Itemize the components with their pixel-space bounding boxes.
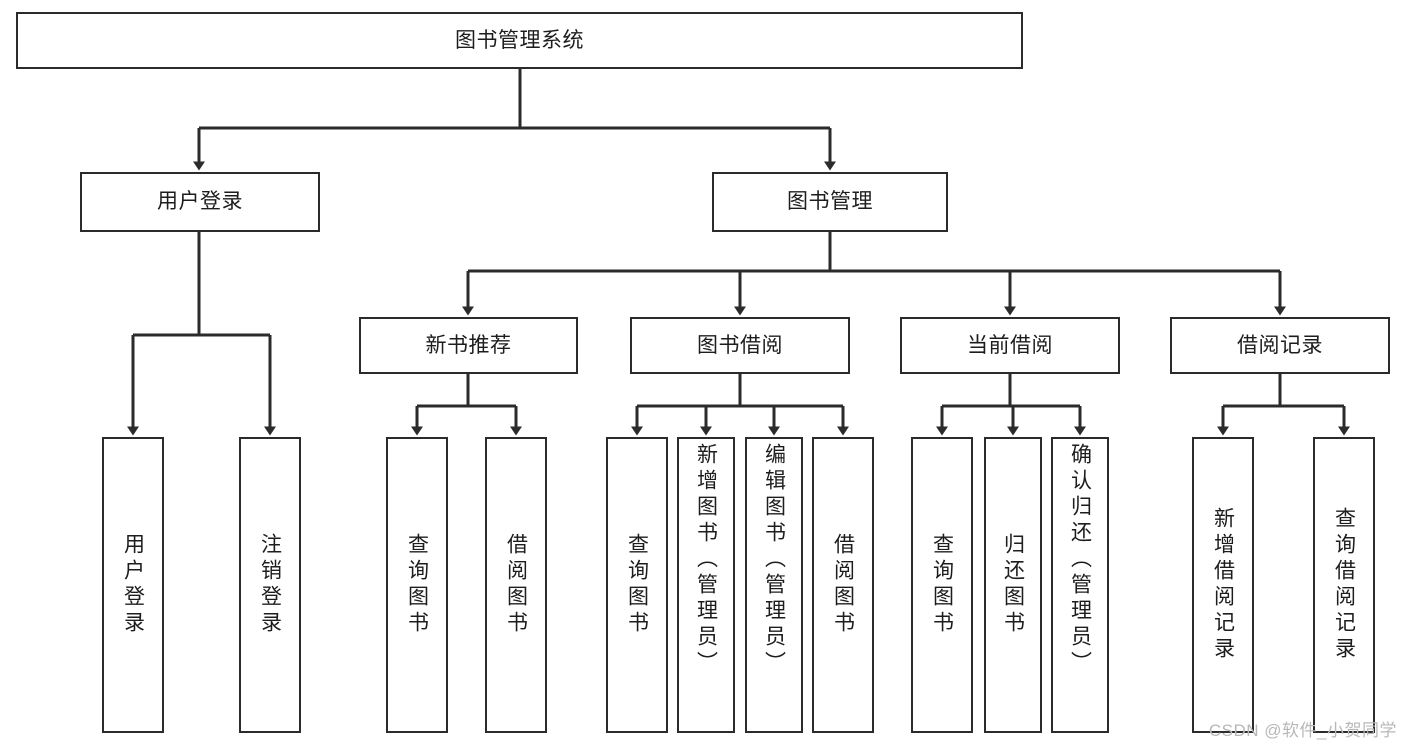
node-leaf-query-book-1[interactable]: 查询图书	[386, 437, 448, 733]
node-leaf-confirm-return-admin[interactable]: 确认归还（管理员）	[1051, 437, 1109, 733]
node-leaf-add-book-admin[interactable]: 新增图书（管理员）	[677, 437, 735, 733]
node-new-book-recommend[interactable]: 新书推荐	[359, 317, 578, 374]
node-leaf-user-login[interactable]: 用户登录	[102, 437, 164, 733]
node-new-book-recommend-label: 新书推荐	[425, 333, 512, 357]
node-leaf-add-borrow-record[interactable]: 新增借阅记录	[1192, 437, 1254, 733]
node-leaf-user-login-label: 用户登录	[121, 533, 145, 637]
node-root-label: 图书管理系统	[455, 28, 584, 52]
node-leaf-query-book-3-label: 查询图书	[930, 533, 954, 637]
node-leaf-borrow-book-1[interactable]: 借阅图书	[485, 437, 547, 733]
node-current-borrow[interactable]: 当前借阅	[900, 317, 1120, 374]
node-book-borrow[interactable]: 图书借阅	[630, 317, 850, 374]
node-leaf-confirm-return-admin-label: 确认归还（管理员）	[1068, 443, 1092, 677]
node-leaf-query-book-2[interactable]: 查询图书	[606, 437, 668, 733]
node-leaf-query-book-2-label: 查询图书	[625, 533, 649, 637]
node-leaf-edit-book-admin-label: 编辑图书（管理员）	[762, 443, 786, 677]
node-user-login[interactable]: 用户登录	[80, 172, 320, 232]
node-book-manage[interactable]: 图书管理	[712, 172, 948, 232]
node-current-borrow-label: 当前借阅	[967, 333, 1053, 357]
node-leaf-edit-book-admin[interactable]: 编辑图书（管理员）	[745, 437, 803, 733]
node-leaf-borrow-book-2-label: 借阅图书	[831, 533, 855, 637]
node-leaf-query-borrow-record-label: 查询借阅记录	[1332, 507, 1356, 663]
node-leaf-add-book-admin-label: 新增图书（管理员）	[694, 443, 718, 677]
node-leaf-return-book-label: 归还图书	[1001, 533, 1025, 637]
node-user-login-label: 用户登录	[157, 190, 243, 214]
watermark-text: CSDN @软件_小贺同学	[1208, 721, 1397, 740]
node-leaf-query-book-1-label: 查询图书	[405, 533, 429, 637]
node-borrow-record-label: 借阅记录	[1237, 333, 1323, 357]
node-leaf-query-book-3[interactable]: 查询图书	[911, 437, 973, 733]
node-book-borrow-label: 图书借阅	[697, 333, 783, 357]
node-book-manage-label: 图书管理	[787, 190, 873, 214]
node-borrow-record[interactable]: 借阅记录	[1170, 317, 1390, 374]
node-root-system[interactable]: 图书管理系统	[16, 12, 1023, 69]
node-leaf-logout-login[interactable]: 注销登录	[239, 437, 301, 733]
node-leaf-add-borrow-record-label: 新增借阅记录	[1211, 507, 1235, 663]
node-leaf-query-borrow-record[interactable]: 查询借阅记录	[1313, 437, 1375, 733]
node-leaf-borrow-book-1-label: 借阅图书	[504, 533, 528, 637]
node-leaf-return-book[interactable]: 归还图书	[984, 437, 1042, 733]
node-leaf-logout-login-label: 注销登录	[258, 533, 282, 637]
node-leaf-borrow-book-2[interactable]: 借阅图书	[812, 437, 874, 733]
